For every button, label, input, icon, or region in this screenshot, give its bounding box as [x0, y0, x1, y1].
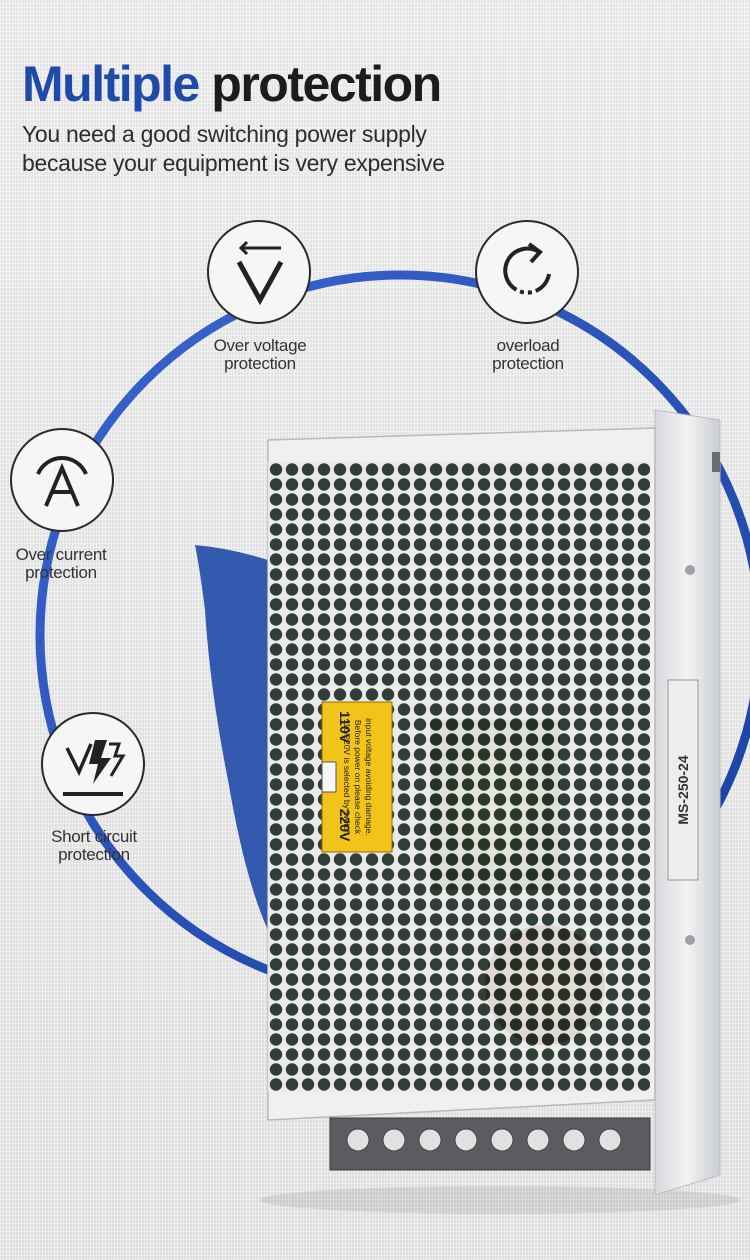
- terminal-screw: [598, 1128, 622, 1152]
- title-highlight: Multiple: [22, 56, 200, 112]
- page-title: Multiple protection: [22, 52, 442, 116]
- label-line-1: 110/220V is selected by switch: [342, 719, 352, 835]
- overload-label: overload protection: [492, 336, 564, 373]
- overload-badge: [475, 220, 579, 324]
- terminal-screw: [382, 1128, 406, 1152]
- ring-shadow: [195, 545, 268, 930]
- lightning-break-icon: [63, 740, 126, 796]
- terminal-screw: [346, 1128, 370, 1152]
- terminal-screw: [418, 1128, 442, 1152]
- label-line-2: Before power on please check: [353, 720, 363, 835]
- model-sticker: [667, 679, 699, 881]
- switch-220v: 220V: [337, 809, 353, 842]
- terminal-screw: [562, 1128, 586, 1152]
- ampere-meter-icon: [36, 456, 88, 507]
- refresh-cycle-icon: [503, 242, 551, 295]
- side-slot: [712, 452, 720, 472]
- terminal-screws: [346, 1128, 622, 1152]
- subtitle: You need a good switching power supply b…: [22, 120, 542, 178]
- model-text: MS-250-24: [675, 755, 691, 824]
- side-screw: [685, 935, 695, 945]
- voltage-arrow-icon: [236, 240, 284, 306]
- subtitle-line-2: because your equipment is very expensive: [22, 150, 445, 176]
- short-circuit-badge: [41, 712, 145, 816]
- switch-110v: 110V: [337, 711, 353, 744]
- over-voltage-label: Over voltage protection: [213, 336, 307, 373]
- over-voltage-badge: [207, 220, 311, 324]
- terminal-screw: [454, 1128, 478, 1152]
- voltage-switch: [321, 761, 337, 793]
- short-circuit-label: Short circuit protection: [51, 827, 137, 864]
- product-shadow: [260, 1186, 740, 1214]
- over-current-label: Over current protection: [15, 545, 107, 582]
- over-current-badge: [10, 428, 114, 532]
- subtitle-line-1: You need a good switching power supply: [22, 121, 427, 147]
- side-screw: [685, 565, 695, 575]
- label-line-3: input voltage avoiding damage.: [364, 718, 374, 836]
- title-rest: protection: [211, 56, 442, 112]
- terminal-screw: [490, 1128, 514, 1152]
- terminal-screw: [526, 1128, 550, 1152]
